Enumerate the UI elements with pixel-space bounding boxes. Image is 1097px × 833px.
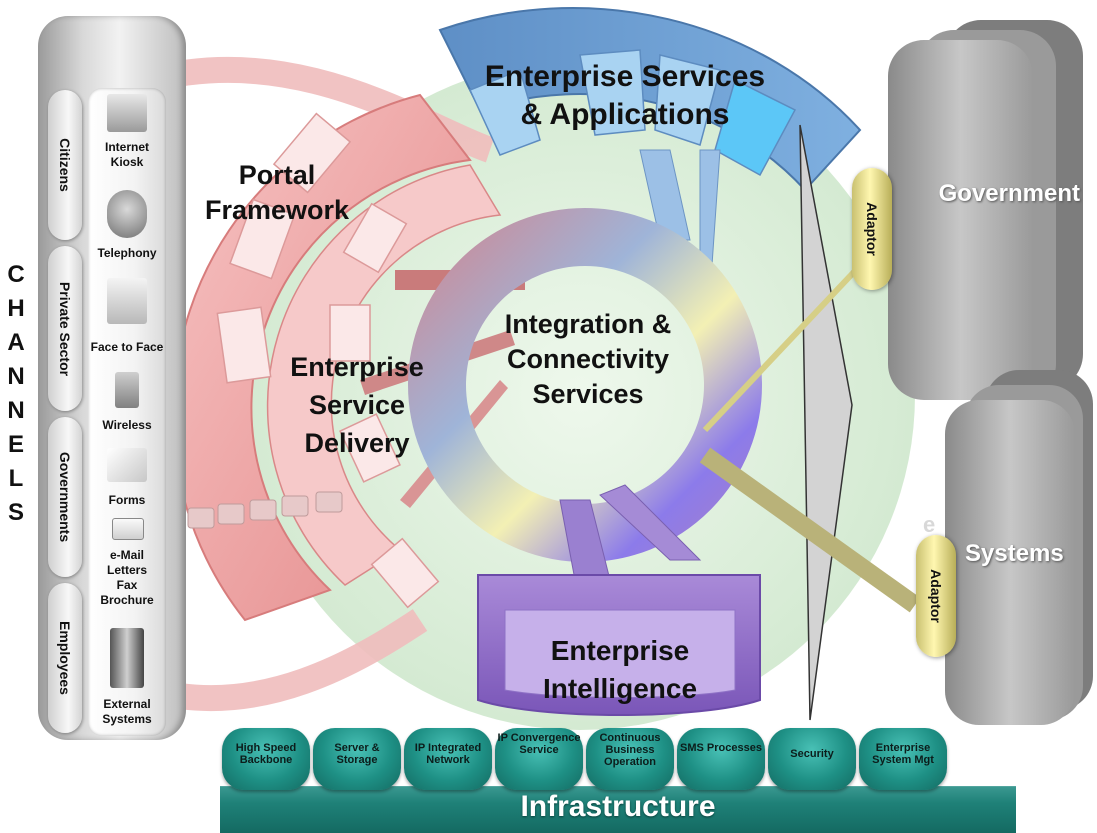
infra-security[interactable]: Security bbox=[768, 728, 856, 790]
phone-icon bbox=[115, 372, 139, 408]
category-citizens[interactable]: Citizens bbox=[48, 90, 82, 240]
infra-label: Security bbox=[790, 748, 834, 760]
adaptor-label: Adaptor bbox=[864, 202, 880, 256]
telephone-icon bbox=[107, 190, 147, 238]
infra-label: Enterprise System Mgt bbox=[872, 742, 934, 766]
server-icon bbox=[110, 628, 144, 688]
adaptor-systems[interactable]: Adaptor bbox=[916, 535, 956, 657]
services-blocks bbox=[468, 49, 797, 177]
portal-blocks bbox=[216, 112, 440, 609]
people-icon bbox=[107, 278, 147, 324]
infra-enterprise-system-mgt[interactable]: Enterprise System Mgt bbox=[859, 728, 947, 790]
systems-prefix: e bbox=[923, 512, 936, 537]
category-private-sector[interactable]: Private Sector bbox=[48, 246, 82, 411]
systems-box bbox=[945, 370, 1093, 725]
channel-forms[interactable]: Forms bbox=[108, 493, 146, 507]
kiosk-icon bbox=[107, 94, 147, 132]
connector-arrow bbox=[799, 124, 853, 721]
adaptor-connector-bottom bbox=[699, 447, 921, 613]
intelligence-connector bbox=[599, 484, 702, 561]
channel-face-to-face[interactable]: Face to Face bbox=[90, 340, 164, 354]
forms-icon bbox=[107, 448, 147, 482]
infra-label: Continuous Business Operation bbox=[599, 732, 661, 768]
infrastructure-base bbox=[220, 786, 1016, 833]
category-label: Private Sector bbox=[57, 281, 73, 376]
intelligence-inner bbox=[504, 609, 736, 698]
infra-label: High Speed Backbone bbox=[235, 742, 297, 766]
category-label: Employees bbox=[57, 621, 73, 695]
category-governments[interactable]: Governments bbox=[48, 417, 82, 577]
infra-high-speed-backbone[interactable]: High Speed Backbone bbox=[222, 728, 310, 790]
infra-label: IP Integrated Network bbox=[414, 742, 482, 766]
channels-title: CHANNELS bbox=[7, 261, 25, 526]
enterprise-service-delivery-title[interactable]: Enterprise Service Delivery bbox=[290, 352, 424, 458]
adaptor-government[interactable]: Adaptor bbox=[852, 168, 892, 290]
infra-continuous-business-operation[interactable]: Continuous Business Operation bbox=[586, 728, 674, 790]
channel-external-systems[interactable]: External Systems bbox=[102, 697, 152, 726]
category-employees[interactable]: Employees bbox=[48, 583, 82, 733]
channel-internet-kiosk[interactable]: Internet Kiosk bbox=[104, 140, 149, 169]
infrastructure-title: Infrastructure bbox=[520, 790, 716, 823]
adaptor-label: Adaptor bbox=[928, 569, 944, 623]
adaptor-connector-top bbox=[702, 252, 873, 433]
systems-label[interactable]: Systems bbox=[965, 540, 1064, 567]
infra-ip-integrated-network[interactable]: IP Integrated Network bbox=[404, 728, 492, 790]
integration-title[interactable]: Integration & Connectivity Services bbox=[504, 309, 672, 409]
government-box bbox=[888, 20, 1083, 400]
infra-label: IP Convergence Service bbox=[497, 732, 581, 756]
government-label[interactable]: Government bbox=[938, 180, 1080, 207]
infra-ip-convergence-service[interactable]: IP Convergence Service bbox=[495, 728, 583, 790]
services-connector bbox=[639, 149, 691, 241]
infra-label: SMS Processes bbox=[680, 742, 762, 754]
channel-arc-top bbox=[146, 57, 495, 163]
category-label: Citizens bbox=[57, 138, 73, 192]
channel-link-blocks bbox=[187, 491, 343, 529]
enterprise-intelligence-title[interactable]: Enterprise Intelligence bbox=[542, 635, 698, 704]
envelope-icon bbox=[112, 518, 144, 540]
infra-sms-processes[interactable]: SMS Processes bbox=[677, 728, 765, 790]
channel-telephony[interactable]: Telephony bbox=[97, 246, 157, 260]
infra-label: Server & Storage bbox=[334, 742, 380, 766]
enterprise-services-title[interactable]: Enterprise Services & Applications bbox=[484, 60, 766, 131]
category-label: Governments bbox=[57, 451, 73, 543]
channel-email-letters[interactable]: e-Mail Letters Fax Brochure bbox=[100, 548, 154, 607]
channel-wireless[interactable]: Wireless bbox=[102, 418, 152, 432]
channel-arc-bottom bbox=[146, 609, 428, 712]
portal-framework-title[interactable]: Portal Framework bbox=[204, 160, 350, 225]
infra-server-storage[interactable]: Server & Storage bbox=[313, 728, 401, 790]
portal-arc-inner bbox=[266, 164, 502, 586]
